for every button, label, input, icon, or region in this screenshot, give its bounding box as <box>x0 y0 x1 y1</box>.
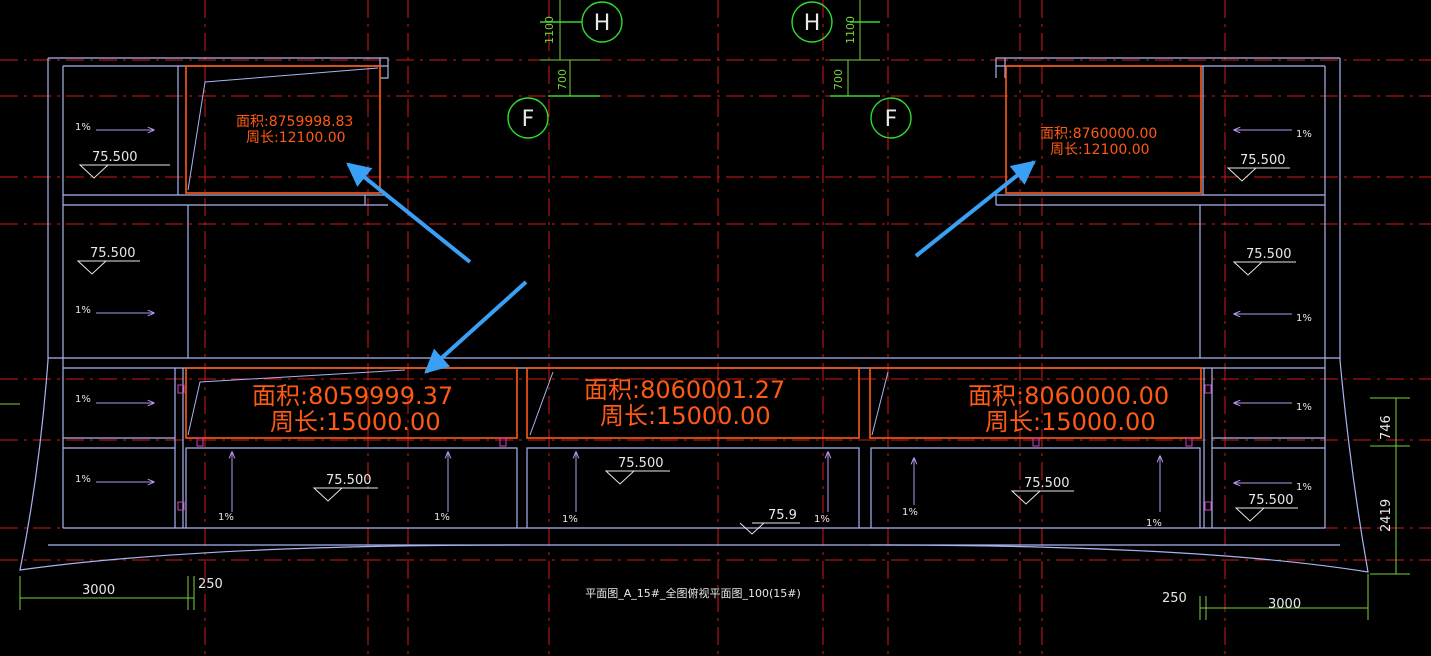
room-top-left-area: 面积:8759998.83 <box>236 114 353 130</box>
elevation-label-4: 75.500 <box>618 456 664 471</box>
elevation-label-center: 75.9 <box>768 508 797 523</box>
joint-markers <box>177 384 1212 511</box>
elevation-label-6: 75.500 <box>1240 153 1286 168</box>
axis-label-h-right: H <box>804 11 821 36</box>
slope-label-12: 1% <box>814 514 830 525</box>
slope-label-1: 1% <box>75 122 91 133</box>
dim-1100-right: 1100 <box>844 16 857 44</box>
drawing-title: 平面图_A_15#_全图俯视平面图_100(15#) <box>585 586 801 600</box>
slope-label-7: 1% <box>1296 402 1312 413</box>
dim-700-right: 700 <box>832 69 845 90</box>
arrow-to-top-left-room <box>346 162 472 264</box>
room-top-right-area: 面积:8760000.00 <box>1040 126 1157 142</box>
room-mid-left-area: 面积:8059999.37 <box>252 382 453 410</box>
slope-label-13: 1% <box>902 507 918 518</box>
dim-left-3000: 3000 <box>82 583 115 598</box>
slope-label-4: 1% <box>75 474 91 485</box>
dim-vertical-746: 746 <box>1379 415 1394 440</box>
axis-label-f-right: F <box>885 107 898 132</box>
slope-label-11: 1% <box>562 514 578 525</box>
dim-vertical-2419: 2419 <box>1379 499 1394 532</box>
axis-markers <box>507 1 912 139</box>
room-mid-left-perimeter: 周长:15000.00 <box>270 408 441 436</box>
slope-label-3: 1% <box>75 394 91 405</box>
slope-label-14: 1% <box>1146 518 1162 529</box>
arrow-to-mid-left-room <box>424 280 528 374</box>
elevation-label-1: 75.500 <box>92 150 138 165</box>
axis-label-h-left: H <box>594 11 611 36</box>
room-mid-center-area: 面积:8060001.27 <box>584 376 785 404</box>
room-mid-right-area: 面积:8060000.00 <box>968 382 1169 410</box>
slope-label-8: 1% <box>1296 482 1312 493</box>
dim-right-3000: 3000 <box>1268 597 1301 612</box>
slope-label-9: 1% <box>218 512 234 523</box>
axis-dim-lines <box>540 0 880 96</box>
bottom-dimension-lines <box>0 397 1410 620</box>
slope-label-2: 1% <box>75 305 91 316</box>
slope-label-10: 1% <box>434 512 450 523</box>
dim-700-left: 700 <box>556 69 569 90</box>
elevation-label-2: 75.500 <box>90 246 136 261</box>
room-top-right-perimeter: 周长:12100.00 <box>1050 142 1150 158</box>
elevation-label-7: 75.500 <box>1246 247 1292 262</box>
axis-label-f-left: F <box>522 107 535 132</box>
dim-1100-left: 1100 <box>543 16 556 44</box>
room-mid-right-perimeter: 周长:15000.00 <box>985 408 1156 436</box>
room-diagonal-lines <box>187 67 889 436</box>
elevation-label-8: 75.500 <box>1248 493 1294 508</box>
slope-label-6: 1% <box>1296 313 1312 324</box>
building-walls <box>19 57 1369 573</box>
room-top-left-perimeter: 周长:12100.00 <box>246 130 346 146</box>
elevation-label-3: 75.500 <box>326 473 372 488</box>
dim-right-250: 250 <box>1162 591 1187 606</box>
dim-left-250: 250 <box>198 577 223 592</box>
elevation-symbols <box>76 164 1298 535</box>
slope-arrows <box>96 130 1292 512</box>
slope-label-5: 1% <box>1296 129 1312 140</box>
arrow-to-top-right-room <box>914 160 1036 258</box>
room-mid-center-perimeter: 周长:15000.00 <box>600 402 771 430</box>
annotation-arrows <box>346 160 1036 374</box>
elevation-label-5: 75.500 <box>1024 476 1070 491</box>
